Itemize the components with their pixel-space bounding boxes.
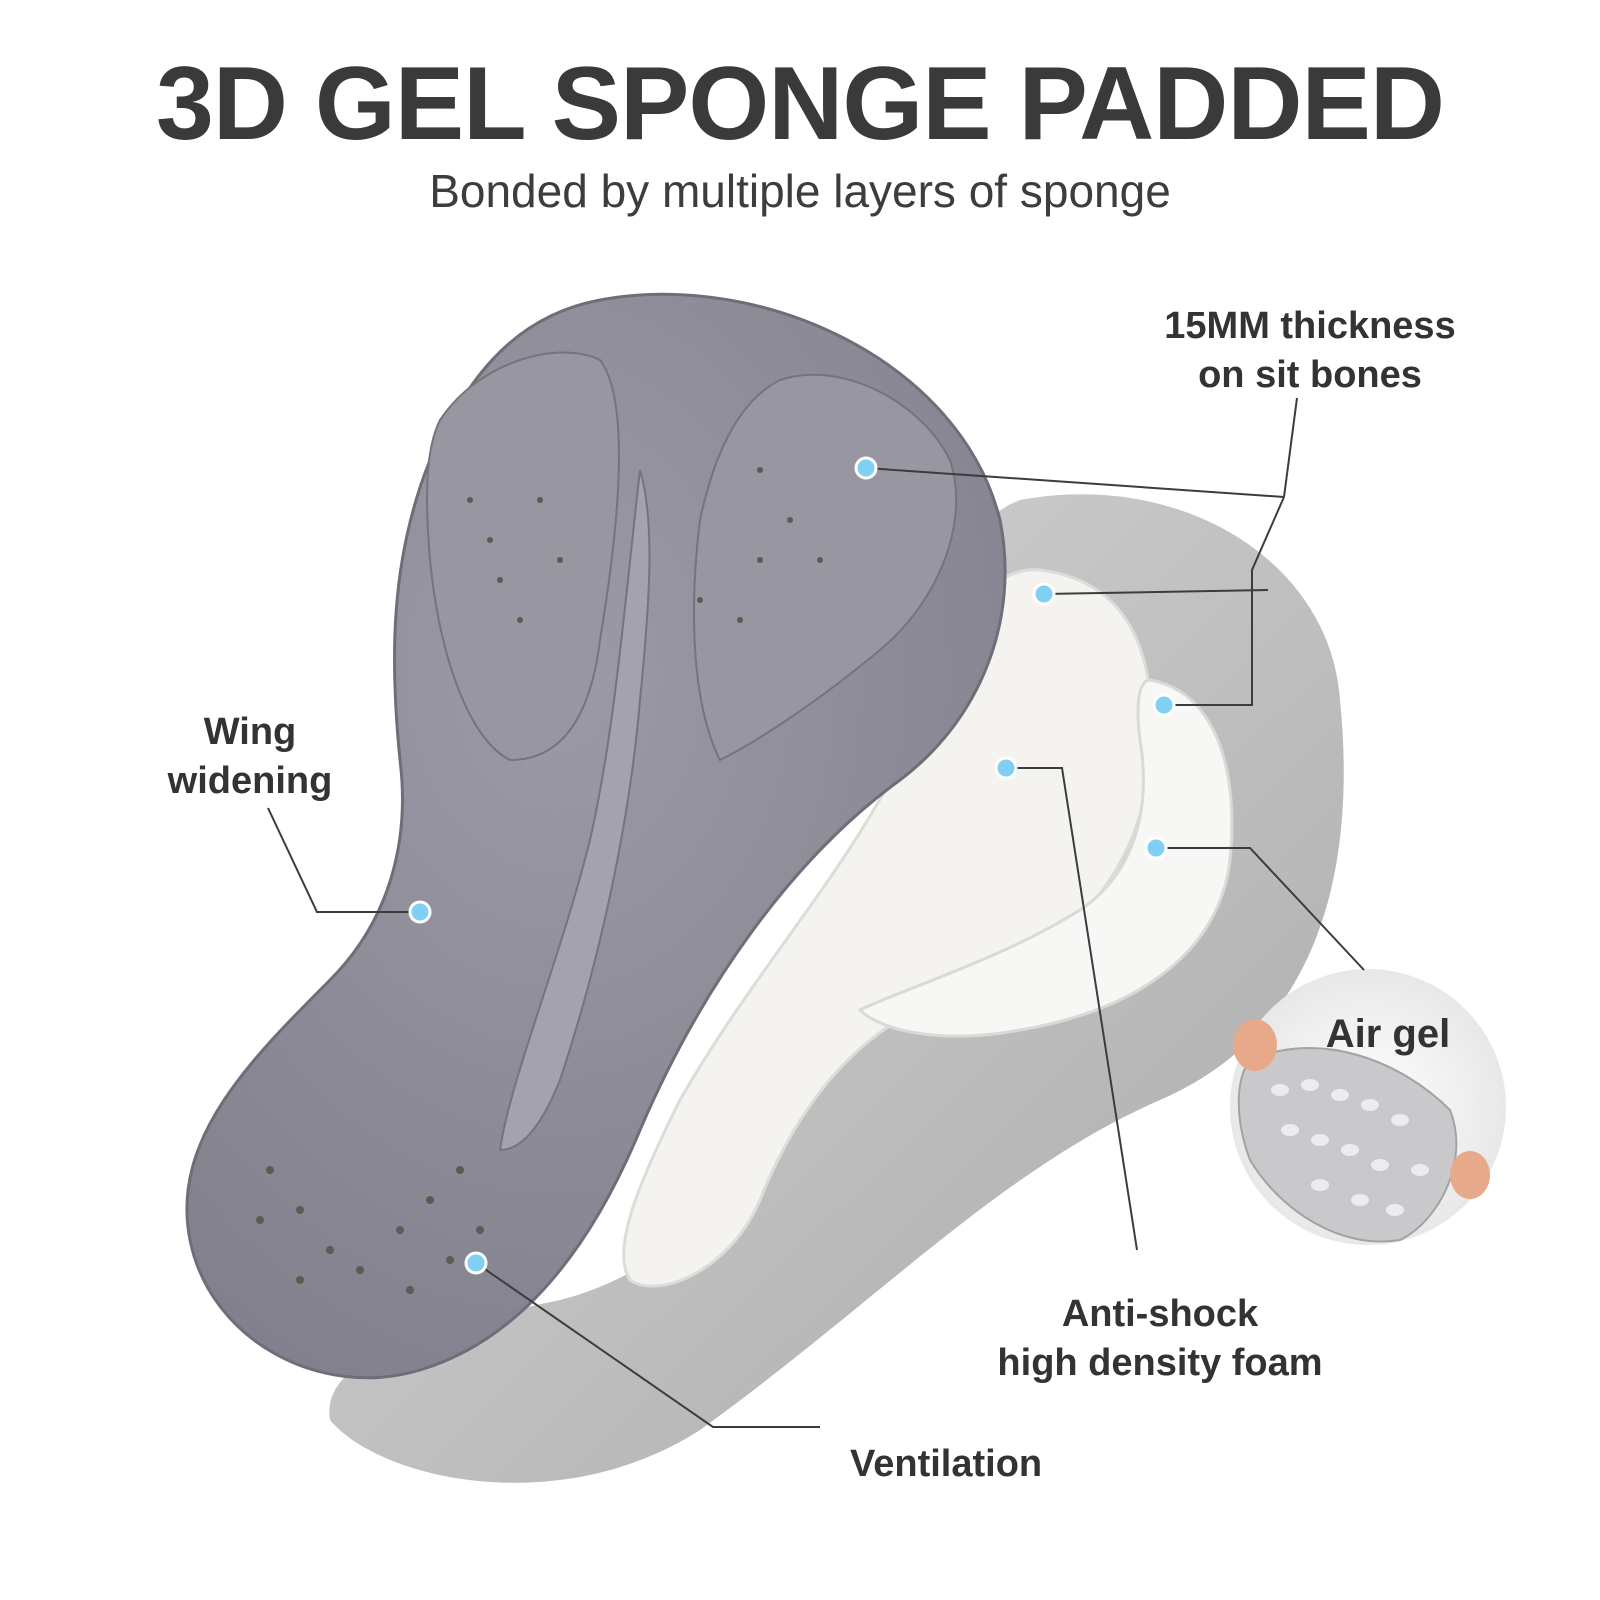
marker-dot — [994, 756, 1018, 780]
callout-wing-widening: Wing widening — [167, 711, 333, 803]
callout-ventilation: Ventilation — [850, 1443, 1043, 1485]
marker-dots — [408, 456, 1176, 1275]
marker-dot — [408, 900, 432, 924]
marker-dot — [1144, 836, 1168, 860]
page-subtitle: Bonded by multiple layers of sponge — [429, 165, 1171, 217]
air-gel-sample — [1233, 1019, 1490, 1243]
marker-dot — [854, 456, 878, 480]
left-sit-panel — [426, 351, 620, 762]
air-gel-layer — [857, 678, 1234, 1038]
marker-dot — [1152, 693, 1176, 717]
callout-anti-shock: Anti-shock high density foam — [997, 1293, 1323, 1385]
center-ridge — [498, 469, 651, 1152]
callout-thickness: 15MM thickness on sit bones — [1164, 305, 1456, 397]
marker-dot — [464, 1251, 488, 1275]
ventilation-holes — [256, 467, 823, 1294]
callout-air-gel: Air gel — [1325, 1012, 1451, 1056]
marker-dot — [1032, 582, 1056, 606]
page-title: 3D GEL SPONGE PADDED — [156, 46, 1445, 162]
leader-lines — [267, 397, 1365, 1428]
